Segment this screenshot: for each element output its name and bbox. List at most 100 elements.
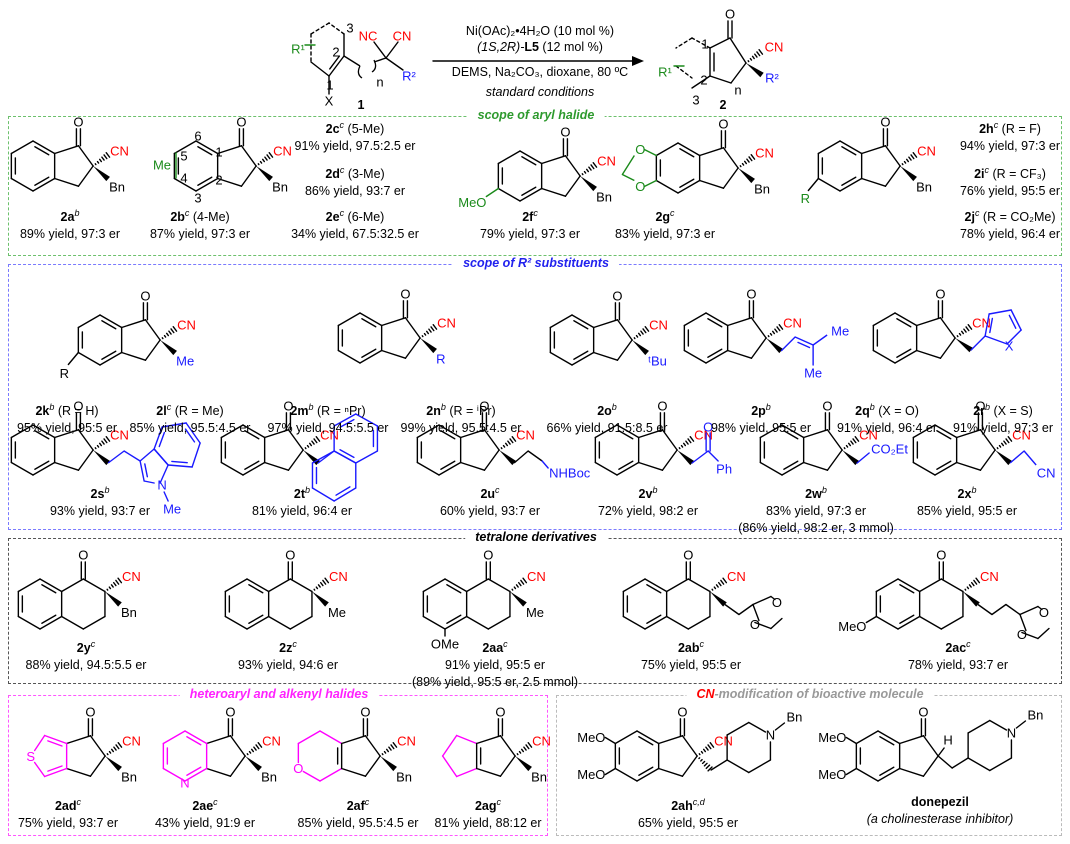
carbonyl-oxygen: O [225, 704, 235, 719]
bond [94, 163, 97, 166]
footnote-marker: c [339, 208, 345, 218]
footnote-marker: c [90, 639, 96, 649]
bond [709, 75, 732, 84]
compound-id: 2ah [671, 799, 693, 814]
r2-label: Me [176, 354, 194, 369]
compound-result: 91% yield, 97.5:2.5 er [294, 139, 416, 154]
compound-label: 2ahc,d [638, 794, 738, 815]
nitrile-label: CN [1037, 466, 1056, 481]
compound-desc: (X = O) [874, 404, 919, 419]
bond [707, 318, 723, 328]
carbonyl-oxygen: O [140, 288, 150, 303]
compound-id: 2m [290, 404, 309, 419]
compound-label: 2ec (6-Me) [291, 205, 419, 226]
bond [34, 460, 50, 470]
bond [711, 588, 714, 591]
bond [638, 736, 654, 746]
bond [730, 62, 747, 84]
bond [682, 442, 687, 447]
bond [592, 162, 598, 168]
bond [896, 318, 912, 328]
cyano-label: CN [783, 316, 802, 331]
bond [388, 746, 392, 751]
bond [430, 326, 435, 332]
cyano-label: CN [110, 428, 129, 443]
bond [618, 430, 634, 440]
cyano-label: CN [516, 428, 535, 443]
bond [726, 759, 750, 774]
bond [103, 438, 108, 444]
bond [898, 735, 925, 745]
bond [899, 614, 915, 624]
bond [633, 337, 636, 340]
bond [308, 442, 313, 447]
compound-result: 43% yield, 91:9 er [154, 816, 256, 831]
nhboc-label: NHBoc [549, 466, 591, 481]
bond [53, 429, 80, 439]
bond [936, 460, 952, 470]
bond [710, 759, 728, 771]
bond [446, 584, 462, 594]
compound-label: 2dc (3-Me) [305, 162, 405, 183]
bond [1037, 627, 1050, 640]
section-title: CN-modification of bioactive molecule [686, 687, 934, 702]
bond [774, 722, 786, 731]
bond [511, 436, 517, 442]
bond [643, 148, 658, 157]
compound-caption: 2jc (R = CO₂Me)78% yield, 96:4 er [960, 205, 1060, 243]
carbonyl-oxygen: O [935, 286, 945, 301]
bond [698, 753, 701, 756]
bond [220, 461, 244, 476]
compound-desc: (6-Me) [344, 210, 385, 225]
bond [459, 429, 486, 439]
dioxolane-oxygen: O [1017, 627, 1027, 642]
bond [170, 328, 175, 334]
bond [918, 578, 942, 593]
bond [748, 721, 767, 733]
bond [224, 615, 248, 630]
wedge-bond [738, 168, 755, 184]
methoxy-label: MeO [818, 730, 846, 745]
bond [642, 328, 647, 334]
bond [549, 351, 573, 366]
bond [715, 584, 719, 588]
bond [707, 766, 713, 772]
bond [337, 349, 361, 364]
bond [65, 735, 92, 745]
r2-label: Bn [121, 605, 137, 620]
cyano-label: CN [917, 144, 936, 159]
cyano-label: CN [273, 144, 292, 159]
bond [707, 744, 712, 750]
bond [98, 442, 103, 447]
footnote-marker: c [533, 208, 538, 218]
bond [101, 320, 117, 330]
footnote-marker: b [611, 402, 617, 412]
bond [817, 140, 841, 155]
carbonyl-oxygen: O [483, 548, 493, 563]
compound-result: 85% yield, 95.5:4.5 er [297, 816, 419, 831]
bond [899, 584, 915, 594]
wedge-bond [420, 338, 437, 354]
bond [845, 767, 858, 776]
bond [746, 158, 750, 163]
bond [253, 746, 257, 751]
compound-id: 2s [90, 487, 105, 502]
wedge-bond [256, 166, 273, 182]
cyano-label: CN [527, 569, 546, 584]
bond [385, 748, 390, 753]
bond [89, 755, 106, 777]
bond [246, 753, 249, 756]
bond [758, 49, 764, 55]
compound-result: 83% yield, 97:3 er [614, 227, 716, 242]
footnote-marker: c [184, 208, 190, 218]
methoxy-label: MeO [577, 767, 605, 782]
bond [112, 581, 117, 587]
section-tetralone: tetralone derivatives [8, 530, 1062, 684]
bond [657, 767, 684, 777]
bond [483, 449, 500, 471]
bond [162, 730, 186, 745]
bond [416, 424, 440, 439]
compound-id: 2q [855, 404, 870, 419]
